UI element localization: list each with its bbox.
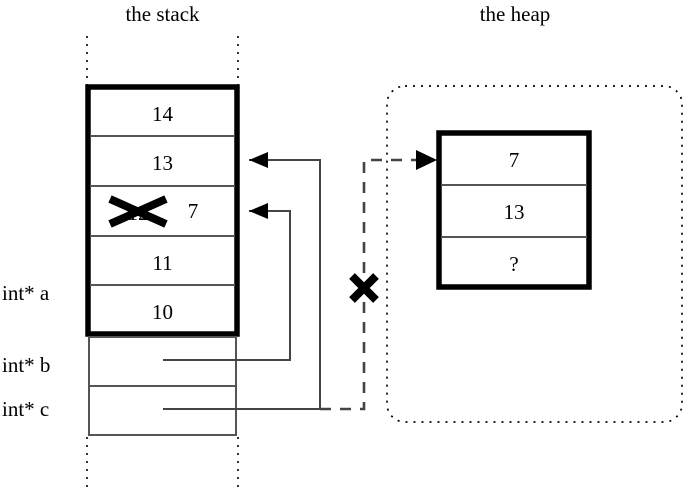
variable-label-c: int* c: [2, 397, 50, 421]
pointer-arrow-b: [163, 203, 291, 361]
dangling-pointer-arrow: [320, 150, 437, 411]
invalidated-pointer-x-icon: [349, 273, 379, 303]
pointer-arrow-c: [163, 152, 321, 410]
heap-title: the heap: [479, 2, 551, 26]
stack-title: the stack: [125, 2, 200, 26]
stack-cell-value-0: 14: [152, 102, 173, 126]
stack-cell-value-2: 7: [187, 199, 199, 223]
heap-cell-value-1: 13: [503, 200, 525, 224]
stack-variable-slots: [88, 336, 237, 436]
variable-label-b: int* b: [2, 353, 51, 377]
stack-boundary-guides: [86, 36, 239, 489]
heap-cell-value-2: ?: [509, 252, 519, 276]
stack-cell-value-4: 10: [152, 300, 173, 324]
heap-block: [436, 130, 592, 290]
stack-cell-value-3: 11: [152, 251, 173, 275]
heap-region-outline: [386, 85, 683, 423]
heap-cell-value-0: 7: [508, 148, 520, 172]
stack-frame: [85, 84, 240, 337]
stack-cell-struck-value-2: 12: [127, 201, 149, 225]
variable-label-a: int* a: [2, 281, 50, 305]
struck-value-x-icon: [108, 195, 168, 228]
stack-cell-value-1: 13: [152, 151, 173, 175]
